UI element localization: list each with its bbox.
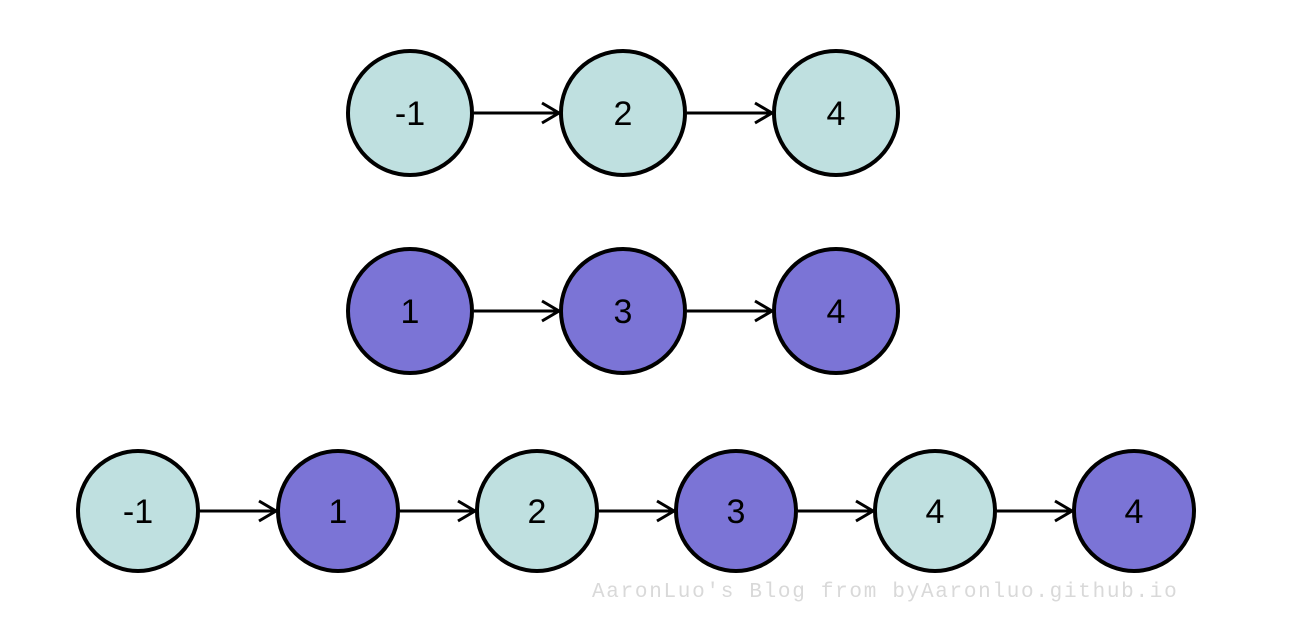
node-label: -1: [123, 493, 153, 531]
list-node[interactable]: -1: [76, 449, 200, 573]
node-label: 2: [528, 493, 547, 531]
node-circle: [475, 449, 599, 573]
edge-arrow: [400, 499, 478, 523]
node-circle: [873, 449, 997, 573]
node-label: 3: [614, 293, 633, 331]
list-node[interactable]: 4: [873, 449, 997, 573]
node-label: 4: [827, 95, 846, 133]
node-label: 1: [401, 293, 420, 331]
node-label: 1: [329, 493, 348, 531]
node-circle: [346, 247, 474, 375]
node-label: 4: [926, 493, 945, 531]
node-label: 4: [1125, 493, 1144, 531]
edge-arrow: [474, 101, 562, 125]
node-circle: [76, 449, 200, 573]
node-label: 2: [614, 95, 633, 133]
list-node[interactable]: -1: [346, 49, 474, 177]
list-node[interactable]: 3: [559, 247, 687, 375]
list-node[interactable]: 4: [772, 49, 900, 177]
list-node[interactable]: 1: [276, 449, 400, 573]
node-label: 4: [827, 293, 846, 331]
node-label: 3: [727, 493, 746, 531]
edge-arrow: [687, 299, 775, 323]
nodes-layer: -1 2 4 1 3 4 -1 1 2 3 4 4: [76, 49, 1196, 573]
edge-arrow: [599, 499, 677, 523]
edge-arrow: [474, 299, 562, 323]
node-circle: [276, 449, 400, 573]
node-circle: [559, 49, 687, 177]
node-circle: [1072, 449, 1196, 573]
list-node[interactable]: 4: [772, 247, 900, 375]
list-node[interactable]: 2: [559, 49, 687, 177]
node-circle: [346, 49, 474, 177]
list-node[interactable]: 4: [1072, 449, 1196, 573]
node-label: -1: [395, 95, 425, 133]
node-circle: [559, 247, 687, 375]
edge-arrow: [997, 499, 1075, 523]
edge-arrow: [200, 499, 279, 523]
edge-arrow: [687, 101, 775, 125]
list-node[interactable]: 3: [674, 449, 798, 573]
node-circle: [772, 49, 900, 177]
list-node[interactable]: 1: [346, 247, 474, 375]
list-node[interactable]: 2: [475, 449, 599, 573]
watermark-text: AaronLuo's Blog from byAaronluo.github.i…: [592, 581, 1178, 604]
node-circle: [772, 247, 900, 375]
edge-arrow: [798, 499, 876, 523]
node-circle: [674, 449, 798, 573]
